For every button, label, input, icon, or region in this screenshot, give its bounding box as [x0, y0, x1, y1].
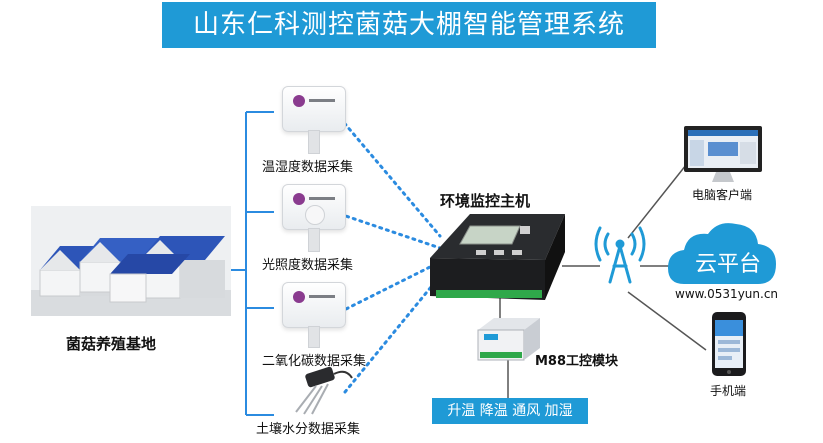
page-title: 山东仁科测控菌菇大棚智能管理系统: [162, 2, 656, 48]
cloud-label: 云平台: [694, 252, 761, 277]
cloud-icon: [668, 223, 776, 284]
m88-module: [477, 318, 540, 361]
host-controller: [430, 214, 565, 300]
antenna-icon: [594, 226, 646, 284]
co2-label: 二氧化碳数据采集: [262, 354, 367, 369]
greenhouse-label: 菌菇养殖基地: [66, 335, 157, 353]
phone-icon: [712, 312, 746, 376]
module-label: M88工控模块: [535, 354, 619, 369]
temp-humidity-label: 温湿度数据采集: [262, 160, 354, 175]
brand-logo: [293, 95, 305, 107]
phone-label: 手机端: [710, 384, 747, 398]
soil-moisture-label: 土壤水分数据采集: [256, 422, 361, 437]
light-sensor: [282, 184, 346, 230]
host-label: 环境监控主机: [440, 192, 531, 210]
control-actions: 升温 降温 通风 加湿: [432, 398, 588, 424]
light-label: 光照度数据采集: [262, 258, 354, 273]
pc-monitor: [684, 126, 762, 182]
greenhouse-illustration: [31, 206, 231, 316]
pc-client-label: 电脑客户端: [692, 188, 753, 202]
sensor-probe: [308, 130, 320, 154]
cloud-url: www.0531yun.cn: [675, 287, 779, 301]
